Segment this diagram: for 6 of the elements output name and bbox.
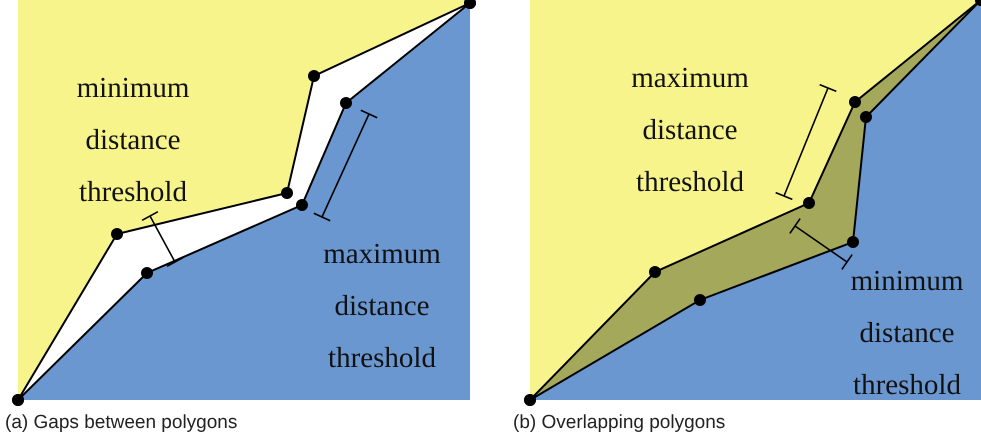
distance-label: maximum distance threshold — [322, 237, 442, 376]
distance-label: minimum distance threshold — [76, 71, 190, 210]
distance-label: minimum distance threshold — [850, 264, 964, 403]
caption: (a) Gaps between polygons — [5, 412, 238, 434]
caption: (b) Overlapping polygons — [513, 412, 726, 434]
distance-label: maximum distance threshold — [630, 61, 750, 200]
